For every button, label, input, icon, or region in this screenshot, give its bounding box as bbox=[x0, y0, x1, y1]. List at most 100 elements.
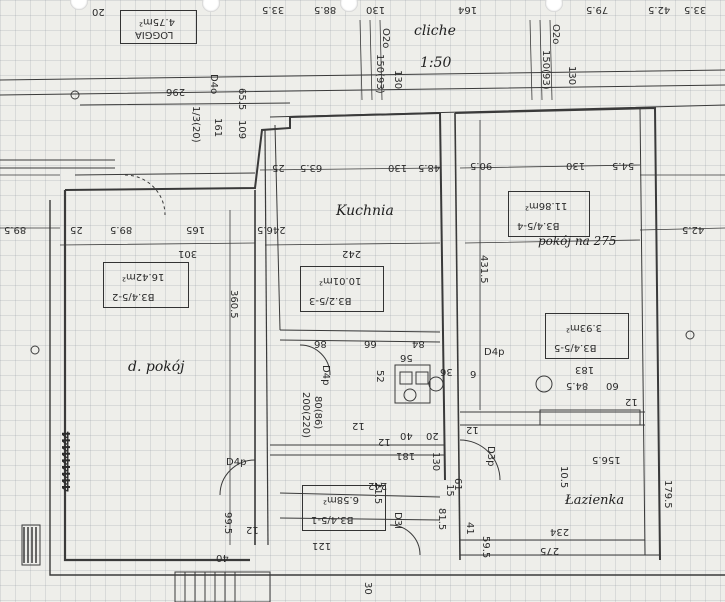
door-swing bbox=[124, 174, 166, 216]
dim-text: 179.5 bbox=[662, 480, 673, 509]
dim-text: 275 bbox=[540, 545, 560, 556]
window-tag: O2o bbox=[550, 24, 561, 45]
fixture bbox=[539, 409, 641, 426]
door-tag: D4p bbox=[226, 457, 247, 468]
dim-text: 15 bbox=[444, 484, 455, 497]
dimension-line bbox=[259, 164, 641, 171]
door-tag: D4p bbox=[320, 365, 331, 386]
window-tag: O2o bbox=[380, 28, 391, 49]
handwritten-scale-heading: cliche bbox=[414, 23, 456, 39]
dim-text: 234 bbox=[550, 526, 570, 537]
dim-text: 130 bbox=[430, 452, 441, 472]
dim-text: 20 bbox=[92, 6, 105, 17]
room-area: 6.58m² bbox=[323, 494, 360, 505]
dim-text: 40 bbox=[216, 552, 229, 563]
punch-hole bbox=[340, 0, 358, 12]
room-label-box-hall: B3.4/5-1 6.58m² bbox=[302, 485, 386, 531]
dim-text: 40 bbox=[400, 430, 413, 441]
dim-text: 88.5 bbox=[314, 4, 337, 15]
dim-text: 36 bbox=[440, 366, 453, 377]
dim-text: 109 bbox=[236, 120, 247, 140]
dim-text: 25 bbox=[272, 162, 285, 173]
dim-text: 431.5 bbox=[478, 255, 489, 284]
dim-text: 183 bbox=[575, 364, 595, 375]
handwritten-kitchen: Kuchnia bbox=[336, 203, 394, 219]
wall-outline bbox=[0, 159, 115, 169]
dim-text: 12 bbox=[246, 524, 259, 535]
dim-text: 54.5 bbox=[612, 160, 635, 171]
wall-outline bbox=[279, 492, 441, 521]
dim-text: 84 bbox=[412, 338, 425, 349]
dim-text: 150(93) bbox=[540, 50, 551, 90]
dim-text: 42.5 bbox=[682, 224, 705, 235]
dim-text: 60 bbox=[606, 380, 619, 391]
room-label-box-kitchen: B3.2/5-3 10.01m² bbox=[300, 266, 384, 312]
wall-outline bbox=[270, 444, 445, 456]
handwritten-corridor: Łazienka bbox=[565, 493, 625, 508]
door-tag: D4p bbox=[484, 347, 505, 358]
dim-text: 10.5 bbox=[558, 466, 569, 489]
dim-text: 242 bbox=[342, 248, 362, 259]
dim-text: 33.5 bbox=[684, 4, 707, 15]
loggia-label-box: LOGGIA 4.75m² bbox=[120, 10, 197, 44]
wall-outline bbox=[64, 112, 441, 191]
punch-hole bbox=[70, 0, 88, 10]
dim-text: 301 bbox=[178, 248, 198, 259]
dim-text: 59.5 bbox=[480, 536, 491, 559]
room-area: 10.01m² bbox=[319, 275, 362, 286]
room-label-box-right: B3.4/5-4 11.86m² bbox=[508, 191, 590, 237]
dim-text: 99.5 bbox=[222, 512, 233, 535]
dim-text: 81.5 bbox=[436, 508, 447, 531]
dim-text: 246.5 bbox=[257, 224, 286, 235]
dim-text: 52 bbox=[374, 370, 385, 383]
stair bbox=[174, 571, 271, 602]
dim-text: 200(220) bbox=[300, 392, 311, 438]
dim-text: 33.5 bbox=[262, 4, 285, 15]
loggia-label: LOGGIA bbox=[135, 29, 174, 40]
dim-text: 86 bbox=[314, 338, 327, 349]
dim-text: 130 bbox=[366, 4, 386, 15]
wall-outline bbox=[439, 112, 446, 481]
wall-outline bbox=[454, 112, 461, 561]
dim-text: 164 bbox=[458, 4, 478, 15]
fixture bbox=[535, 375, 553, 393]
door-swing bbox=[219, 459, 256, 496]
radiator bbox=[21, 524, 41, 566]
dim-text: 80(86) bbox=[312, 396, 323, 430]
dim-text: 121 bbox=[312, 540, 332, 551]
dim-text: 89.5 bbox=[4, 224, 27, 235]
fixture bbox=[415, 371, 429, 385]
dim-text: 66 bbox=[364, 338, 377, 349]
wall-outline bbox=[279, 329, 441, 343]
dim-text: 79.5 bbox=[586, 4, 609, 15]
dim-text: 42.5 bbox=[648, 4, 671, 15]
wall-outline bbox=[49, 200, 725, 576]
room-label-box-left: B3.4/5-2 16.42m² bbox=[103, 262, 189, 308]
dim-text: 150(93) bbox=[374, 54, 385, 94]
room-area: 16.42m² bbox=[122, 271, 165, 282]
room-code: B3.4/5-4 bbox=[517, 220, 560, 231]
room-area: 11.86m² bbox=[525, 200, 568, 211]
dim-text: 12 bbox=[352, 420, 365, 431]
dim-text: 130 bbox=[388, 162, 408, 173]
wall-outline bbox=[0, 69, 725, 118]
dim-text: 48.5 bbox=[418, 162, 441, 173]
dimension-line bbox=[0, 227, 725, 231]
dim-text: 84.5 bbox=[566, 380, 589, 391]
dim-text: 12 bbox=[625, 396, 638, 407]
room-code: B3.4/5-5 bbox=[554, 342, 597, 353]
dim-text: 156.5 bbox=[592, 454, 621, 465]
dimension-line bbox=[59, 239, 641, 246]
marker bbox=[685, 330, 695, 340]
room-area: 3.93m² bbox=[566, 322, 603, 333]
dim-text: 65.5 bbox=[236, 88, 247, 111]
dim-text: 296 bbox=[166, 86, 186, 97]
door-swing bbox=[459, 439, 501, 481]
room-code: B3.2/5-3 bbox=[309, 295, 352, 306]
room-code: B3.4/5-2 bbox=[112, 291, 155, 302]
dim-text: 20 bbox=[426, 430, 439, 441]
punch-hole bbox=[545, 0, 563, 12]
